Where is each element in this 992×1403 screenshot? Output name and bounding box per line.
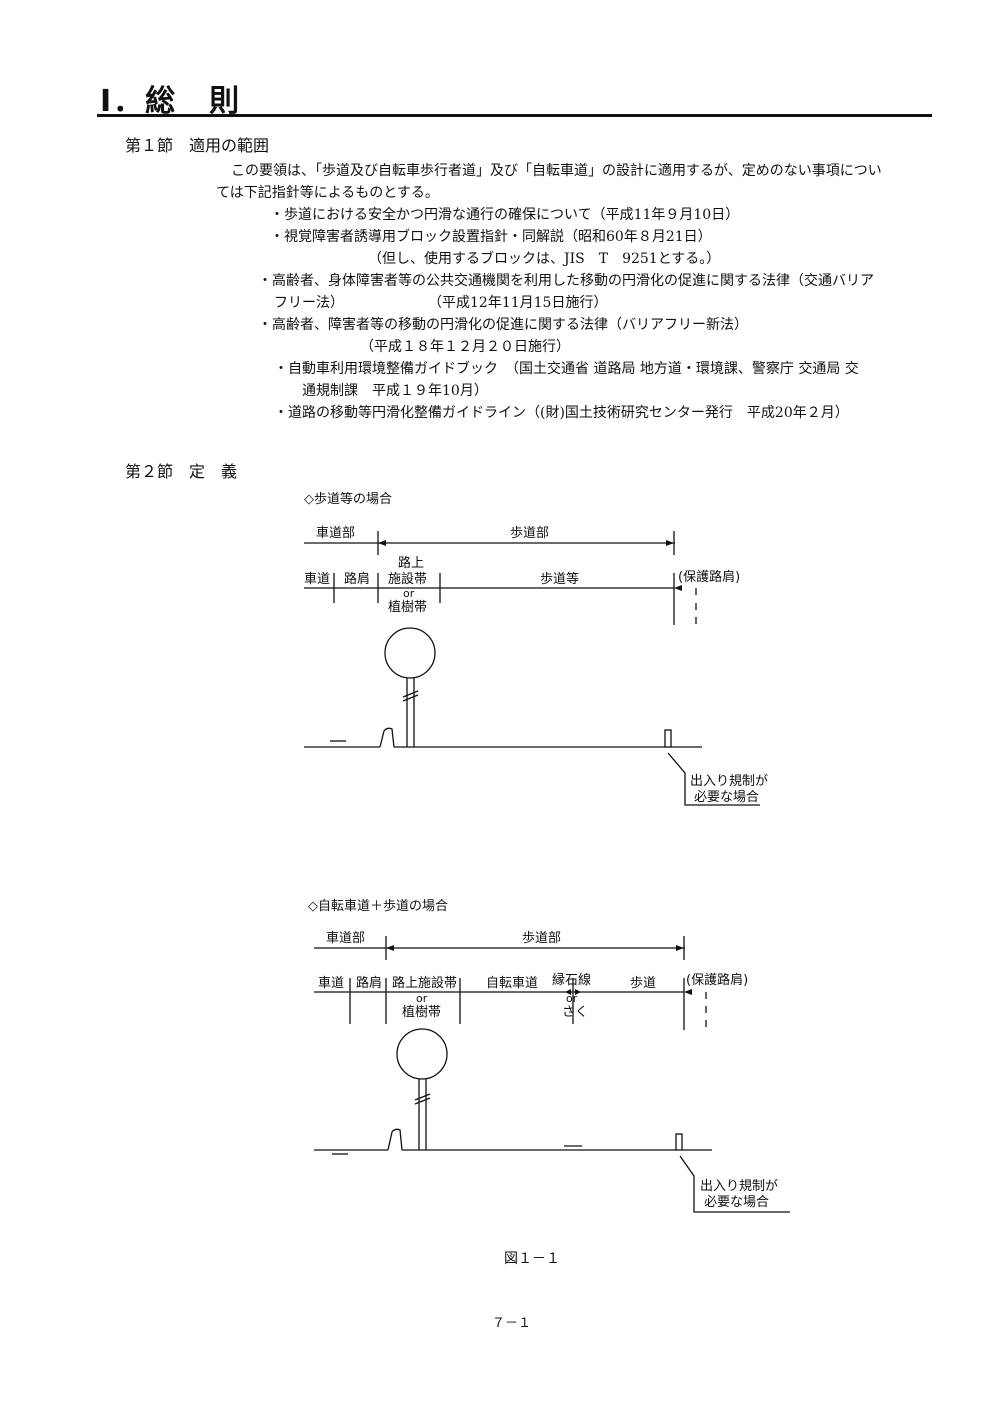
diagram1-label: 路肩 [344,571,370,587]
reference-item-cont: 通規制課 平成１９年10月） [302,383,488,399]
diagram2-label: 植樹帯 [402,1005,441,1020]
reference-item: ・歩道における安全かつ円滑な通行の確保について（平成11年９月10日） [270,207,740,223]
reference-item: ・高齢者、身体障害者等の公共交通機関を利用した移動の円滑化の促進に関する法律（交… [258,273,874,289]
section1-intro-line2: ては下記指針等によるものとする。 [216,185,439,201]
diagram1-label: 車道 [304,572,330,587]
diagram-sidewalk-cross-section: ◇歩道等の場合 車道部 歩道部 車道 路肩 路上 施設帯 or 植樹帯 歩道等 … [304,491,768,806]
diagram2-heading: ◇自転車道＋歩道の場合 [308,899,448,914]
diagram1-label: (保護路肩) [678,569,740,585]
diagram2-label: 歩道部 [522,931,561,946]
section1-intro-line1: この要領は、「歩道及び自転車歩行者道」及び「自転車道」の設計に適用するが、定めの… [231,163,882,179]
diagram2-label: 車道部 [326,931,365,946]
diagram2-label: or [566,992,578,1005]
diagram1-label: 歩道等 [540,571,579,587]
reference-item: ・高齢者、障害者等の移動の円滑化の促進に関する法律（バリアフリー新法） [258,317,748,333]
figure-caption: 図１－１ [504,1251,560,1267]
diagram1-heading: ◇歩道等の場合 [304,491,392,507]
diagram1-label: 出入り規制が [690,774,768,789]
diagram-bikelane-sidewalk-cross-section: ◇自転車道＋歩道の場合 車道部 歩道部 車道 路肩 路上施設帯 or 植樹帯 自… [308,899,790,1213]
reference-item: ・自動車利用環境整備ガイドブック （国土交通省 道路局 地方道・環境課、警察庁 … [274,361,859,377]
chapter-title: Ⅰ．総 則 [100,84,242,119]
chapter-rule [97,114,932,117]
diagram2-label: (保護路肩) [686,972,748,988]
diagram1-label: or [403,587,415,600]
section2-title: 第２節 定 義 [125,462,238,481]
reference-item-note: （但し、使用するブロックは、JIS T 9251とする。） [368,251,721,267]
diagram1-label: 車道部 [316,526,355,541]
diagram2-label: 路上施設帯 [392,975,457,991]
diagram2-label: 車道 [318,976,344,991]
diagram1-label: 必要な場合 [694,790,759,805]
section1-title: 第１節 適用の範囲 [125,136,270,155]
diagram1-label: 植樹帯 [388,600,427,615]
diagram2-label: 自転車道 [486,976,538,991]
diagram1-label: 施設帯 [388,571,427,587]
diagram2-label: 路肩 [356,975,382,991]
diagram1-label: 路上 [398,555,424,571]
reference-item-note: （平成１８年１２月２０日施行） [360,339,570,355]
diagram2-label: 出入り規制が [700,1179,778,1194]
reference-item: ・視覚障害者誘導用ブロック設置指針・同解説（昭和60年８月21日） [270,229,712,245]
diagram2-label: 歩道 [630,976,656,991]
reference-item: ・道路の移動等円滑化整備ガイドライン（(財)国土技術研究センター発行 平成20年… [274,405,849,421]
diagram2-label: 縁石線 [552,972,591,988]
page-number: ７－１ [492,1316,532,1331]
diagram1-label: 歩道部 [510,526,549,541]
diagram2-label: or [416,992,428,1005]
diagram2-label: さく [562,1005,588,1020]
diagram2-label: 必要な場合 [704,1195,769,1210]
reference-item-cont: フリー法） （平成12年11月15日施行） [274,295,608,311]
